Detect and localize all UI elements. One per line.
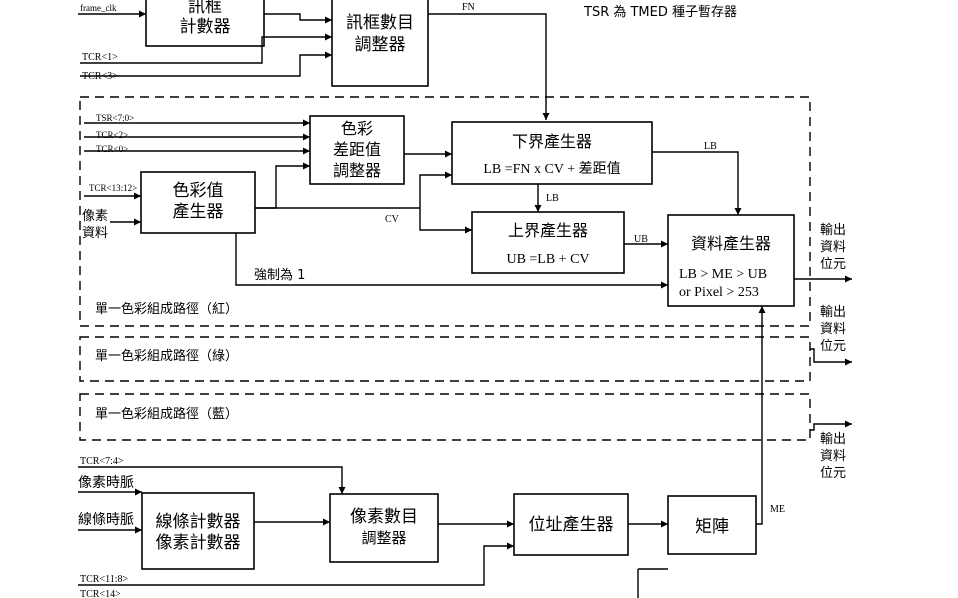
tsr-signal: TSR<7:0> <box>96 113 134 123</box>
pixel-adjuster-label-1: 像素數目 <box>350 507 418 527</box>
output2-arrow <box>810 348 852 366</box>
frame-clk-signal: frame_clk <box>80 3 117 13</box>
tcr0-signal: TCR<0> <box>96 144 128 154</box>
green-path-label: 單一色彩組成路徑（綠） <box>95 348 238 364</box>
fn-arrow <box>428 13 550 120</box>
pixel-counter-label: 像素計數器 <box>156 533 241 553</box>
tcr1-signal: TCR<1> <box>82 52 118 63</box>
cv-signal: CV <box>385 214 400 225</box>
tcr1-arrow <box>80 33 332 64</box>
upper-bound-formula: UB =LB + CV <box>506 252 589 267</box>
red-path-region <box>79 96 811 327</box>
pixel-data-label-1: 像素 <box>82 209 108 224</box>
blue-path-label: 單一色彩組成路徑（藍） <box>95 406 238 422</box>
color-value-label-1: 色彩值 <box>173 181 224 201</box>
pixel-data-label-2: 資料 <box>82 226 108 241</box>
me-arrow <box>756 306 766 525</box>
green-path-region <box>79 336 811 382</box>
blue-path-region <box>79 393 811 441</box>
frame-adjuster-label-1: 訊框數目 <box>346 13 414 33</box>
output3-label-2: 資料 <box>820 449 846 464</box>
output2-label-3: 位元 <box>820 339 846 354</box>
frame-counter-label-1: 訊框 <box>188 0 222 17</box>
force-one-label: 強制為 1 <box>254 267 305 283</box>
color-diff-label-3: 調整器 <box>333 161 381 180</box>
color-value-gen-box <box>140 171 256 234</box>
tcr2-signal: TCR<2> <box>96 130 128 140</box>
output1-label-3: 位元 <box>820 257 846 272</box>
color-diff-adjuster-box <box>309 115 405 185</box>
line-counter-label: 線條計數器 <box>156 512 241 532</box>
lower-bound-title: 下界產生器 <box>512 132 592 151</box>
data-gen-cond2: or Pixel > 253 <box>679 285 759 300</box>
tcr118-signal: TCR<11:8> <box>80 574 128 585</box>
red-path-label: 單一色彩組成路徑（紅） <box>95 301 238 317</box>
output1-label-1: 輸出 <box>820 223 846 238</box>
lower-bound-formula: LB =FN x CV + 差距值 <box>483 161 620 177</box>
upper-bound-gen-box <box>471 211 625 274</box>
counter-to-adjuster-arrow <box>264 13 332 24</box>
frame-counter-label-2: 計數器 <box>180 17 231 37</box>
tcr3-arrow <box>80 51 332 77</box>
fn-signal: FN <box>462 2 475 13</box>
output2-label-1: 輸出 <box>820 305 846 320</box>
ub-signal: UB <box>634 234 648 245</box>
tcr74-signal: TCR<7:4> <box>80 456 124 467</box>
matrix-label: 矩陣 <box>695 517 729 537</box>
address-gen-box <box>513 493 629 556</box>
color-value-label-2: 產生器 <box>173 202 224 222</box>
data-gen-box <box>667 214 795 307</box>
lower-bound-gen-box <box>451 121 653 185</box>
color-diff-label-1: 色彩 <box>341 119 373 138</box>
line-clock-label: 線條時脈 <box>78 512 134 528</box>
output2-label-2: 資料 <box>820 322 846 337</box>
color-diff-label-2: 差距值 <box>333 140 381 159</box>
output1-label-2: 資料 <box>820 240 846 255</box>
output3-label-1: 輸出 <box>820 432 846 447</box>
lb-to-data-arrow <box>652 151 742 215</box>
cv-to-upper-arrow <box>419 208 472 234</box>
frame-adjuster-box <box>331 0 429 87</box>
frame-adjuster-label-2: 調整器 <box>355 35 406 55</box>
tcr74-arrow <box>78 466 346 494</box>
lb-mid-signal: LB <box>546 193 559 204</box>
data-gen-cond1: LB > ME > UB <box>679 267 767 282</box>
upper-bound-title: 上界產生器 <box>508 221 588 240</box>
frame-counter-box <box>145 0 265 47</box>
line-pixel-counter-box <box>141 492 255 570</box>
pixel-clock-label: 像素時脈 <box>78 475 134 491</box>
data-gen-title: 資料產生器 <box>691 234 771 253</box>
cv-to-lower-arrow <box>419 171 452 208</box>
lb-top-signal: LB <box>704 141 717 152</box>
output3-label-3: 位元 <box>820 466 846 481</box>
me-signal: ME <box>770 504 785 515</box>
matrix-box <box>667 495 757 555</box>
tsr-note: TSR 為 TMED 種子暫存器 <box>583 4 737 20</box>
pixel-adjuster-label-2: 調整器 <box>361 529 406 547</box>
tcr1312-signal: TCR<13:12> <box>89 183 137 193</box>
tcr118-arrow <box>78 542 514 586</box>
force-one-arrow <box>235 233 668 289</box>
pixel-count-adjuster-box <box>329 493 439 563</box>
cvg-to-diff-arrow <box>255 162 310 209</box>
output3-arrow <box>810 420 852 431</box>
tcr14-signal: TCR<14> <box>80 589 121 598</box>
address-gen-label: 位址產生器 <box>529 515 614 535</box>
